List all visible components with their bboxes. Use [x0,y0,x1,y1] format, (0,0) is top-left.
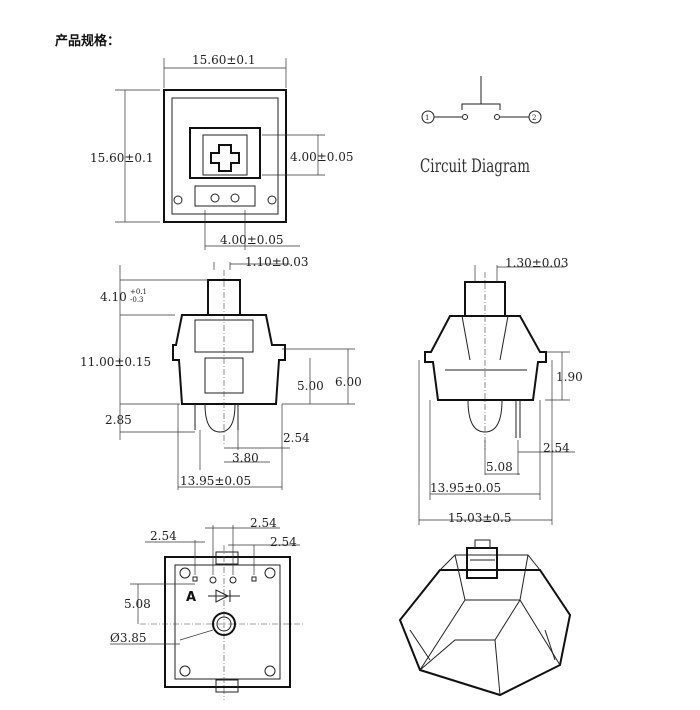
dim-side-base-width: 13.95±0.05 [430,481,501,495]
dim-base-width: 13.95±0.05 [180,474,251,488]
dim-side-stem-width: 1.30±0.03 [505,256,569,270]
dim-380: 3.80 [232,451,259,465]
dim-height: 11.00±0.15 [80,355,151,369]
pin-1-label: 1 [425,114,429,122]
dim-stem-tol-minus: -0.3 [130,296,144,304]
dim-pin-offset: 2.54 [283,431,310,445]
pin-2-label: 2 [532,114,536,122]
dim-side-top-width: 15.03±0.5 [448,511,512,525]
dim-side-254: 2.54 [543,441,570,455]
dim-diameter: Ø3.85 [110,631,147,645]
circuit-diagram: 1 2 Circuit Diagram [420,76,542,177]
bottom-view: 2.54 2.54 2.54 A 5.08 Ø3.85 [110,516,305,700]
dim-bottom-254-top: 2.54 [250,516,277,530]
dim-stem-height: 4.10 [100,290,127,304]
dim-bottom-254-right: 2.54 [270,535,297,549]
dim-side-508: 5.08 [486,460,513,474]
side-view: 1.30±0.03 1.90 2.54 5.08 13.95±0.05 15.0… [418,256,583,525]
anode-label: A [186,590,196,605]
dim-pin-length: 2.85 [105,413,132,427]
top-view: 15.60±0.1 15.60±0.1 4.00±0.05 4.00±0.05 [90,53,354,250]
dim-500: 5.00 [297,379,324,393]
circuit-label: Circuit Diagram [420,155,530,177]
dim-stem-tol-plus: +0.1 [130,288,147,296]
dim-190: 1.90 [556,370,583,384]
dim-top-bottom: 4.00±0.05 [220,233,284,247]
dim-bottom-254-left: 2.54 [150,529,177,543]
front-side-view: 1.10±0.03 4.10 +0.1 -0.3 11.00±0.15 5.00… [80,255,362,490]
dim-top-stem: 4.00±0.05 [290,150,354,164]
dim-top-width: 15.60±0.1 [192,53,256,67]
dim-stem-width: 1.10±0.03 [245,255,309,269]
dim-600: 6.00 [335,375,362,389]
page-title: 产品规格： [55,33,120,49]
isometric-view [398,539,572,697]
dim-bottom-508: 5.08 [124,597,151,611]
dim-top-height: 15.60±0.1 [90,151,154,165]
